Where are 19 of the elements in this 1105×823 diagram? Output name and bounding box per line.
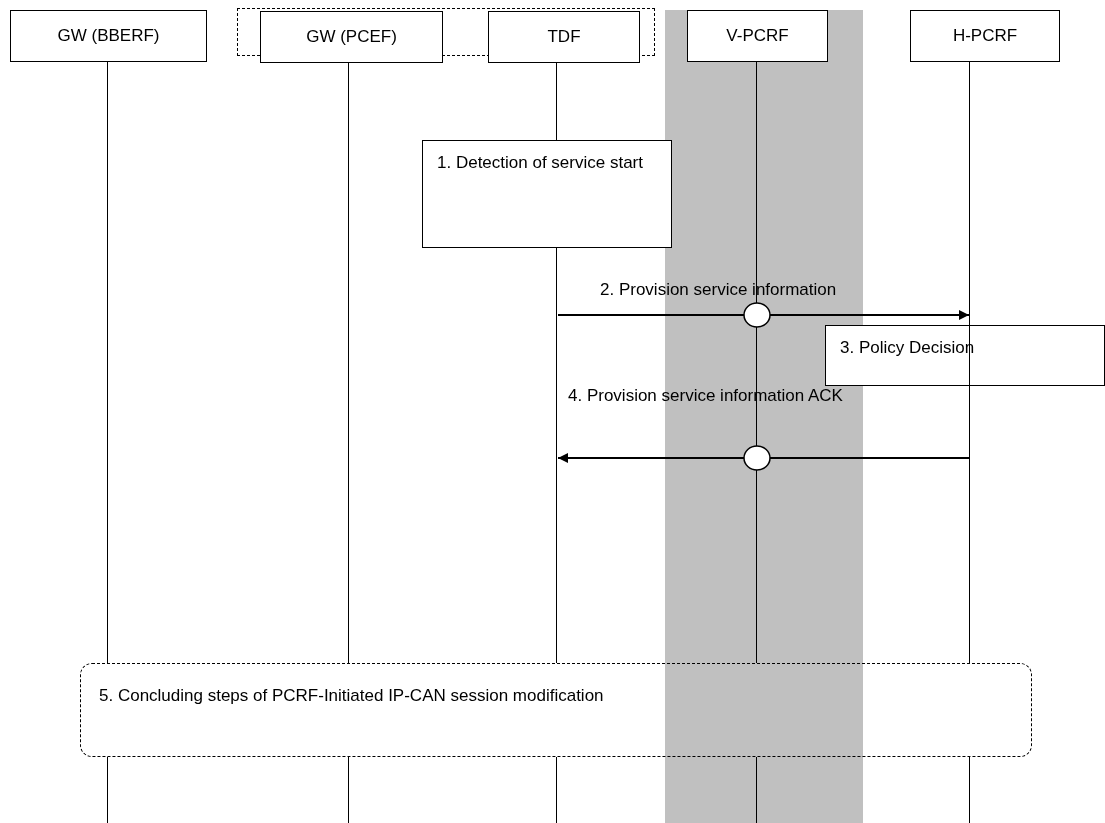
lifeline: [969, 62, 971, 663]
lifeline: [107, 62, 109, 663]
lifeline: [969, 757, 971, 823]
lifeline: [107, 757, 109, 823]
lifeline: [556, 248, 558, 663]
lifeline: [348, 757, 350, 823]
participant-box: GW (BBERF): [10, 10, 207, 62]
lifeline: [556, 62, 558, 140]
lifeline: [756, 757, 758, 823]
process-box: 1. Detection of service start: [422, 140, 672, 248]
message-arrow: [557, 453, 970, 463]
participant-box: H-PCRF: [910, 10, 1060, 62]
participant-box: TDF: [488, 11, 640, 63]
lifeline: [556, 757, 558, 823]
participant-box: V-PCRF: [687, 10, 828, 62]
process-box: 5. Concluding steps of PCRF-Initiated IP-CAN session modification: [80, 663, 1032, 757]
lifeline: [348, 62, 350, 663]
participant-box: GW (PCEF): [260, 11, 443, 63]
message-arrow: [557, 310, 970, 320]
